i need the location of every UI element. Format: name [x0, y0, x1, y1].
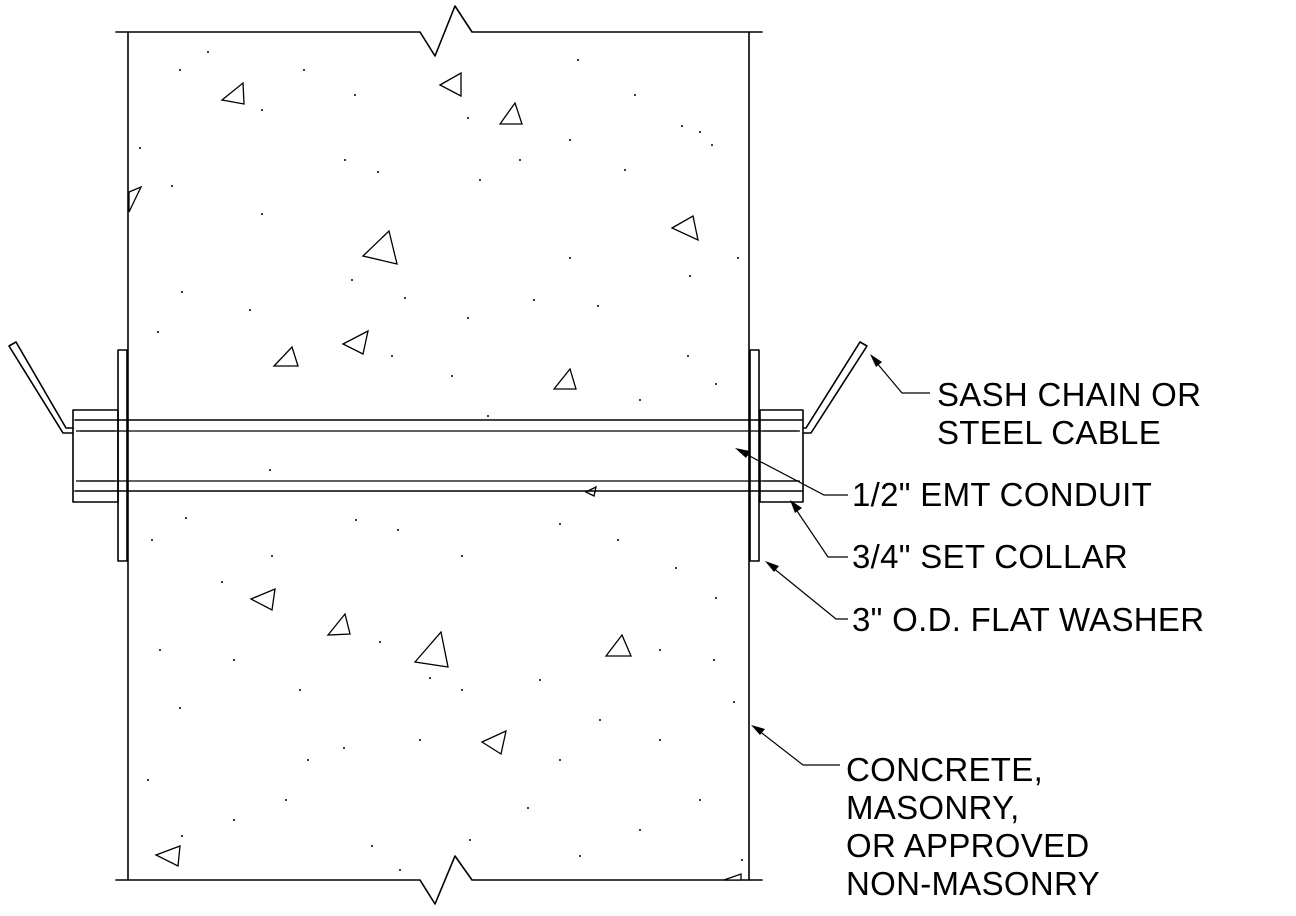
callout-wall-line-3: OR APPROVED — [846, 827, 1090, 864]
concrete-aggregate — [128, 71, 742, 881]
aggregate — [326, 612, 351, 636]
wall-arrowhead — [751, 725, 765, 735]
aggregate — [272, 345, 299, 367]
washer-leader — [771, 566, 848, 620]
aggregate — [480, 729, 507, 756]
callout-collar: 3/4" SET COLLAR — [852, 538, 1128, 576]
aggregate — [249, 587, 276, 612]
aggregate — [498, 101, 523, 125]
aggregate — [361, 229, 398, 265]
aggregate — [341, 329, 369, 355]
chain-arrowhead — [870, 354, 882, 367]
aggregate — [154, 845, 181, 868]
callout-washer-line-1: 3" O.D. FLAT WASHER — [852, 601, 1205, 638]
wall-leader — [757, 729, 840, 766]
top-break-line — [115, 5, 763, 57]
callout-wall-line-2: MASONRY, — [846, 789, 1020, 826]
aggregate — [552, 367, 577, 390]
chain-leader — [875, 361, 930, 394]
right-flat-washer — [749, 349, 760, 562]
aggregate — [413, 630, 449, 668]
conduit-arrowhead — [735, 448, 750, 458]
callout-chain: SASH CHAIN OR STEEL CABLE — [937, 376, 1201, 452]
left-flat-washer — [117, 349, 128, 562]
callout-wall: CONCRETE, MASONRY, OR APPROVED NON-MASON… — [846, 751, 1100, 903]
washer-arrowhead — [765, 561, 779, 572]
aggregate — [670, 214, 699, 242]
emt-conduit — [74, 419, 803, 492]
callout-washer: 3" O.D. FLAT WASHER — [852, 601, 1204, 639]
callout-conduit-line-1: 1/2" EMT CONDUIT — [852, 476, 1153, 513]
wall-section — [115, 5, 763, 905]
callout-chain-line-2: STEEL CABLE — [937, 414, 1162, 451]
collar-leader — [794, 507, 848, 558]
left-sash-chain — [8, 341, 74, 434]
callout-collar-line-1: 3/4" SET COLLAR — [852, 538, 1129, 575]
aggregate — [438, 71, 462, 98]
callout-wall-line-4: NON-MASONRY — [846, 865, 1100, 902]
conduit-leader — [741, 451, 848, 496]
right-set-collar — [759, 409, 804, 503]
bottom-break-line — [115, 855, 763, 905]
callout-leaders — [735, 354, 930, 766]
collar-arrowhead — [790, 500, 802, 513]
concrete-speckles — [139, 51, 743, 871]
left-set-collar — [72, 409, 119, 503]
callout-wall-line-1: CONCRETE, — [846, 751, 1044, 788]
callout-chain-line-1: SASH CHAIN OR — [937, 376, 1202, 413]
callout-conduit: 1/2" EMT CONDUIT — [852, 476, 1152, 514]
aggregate — [723, 873, 742, 881]
right-sash-chain — [802, 341, 868, 434]
aggregate — [220, 81, 245, 105]
aggregate — [604, 633, 632, 657]
aggregate — [128, 185, 143, 213]
